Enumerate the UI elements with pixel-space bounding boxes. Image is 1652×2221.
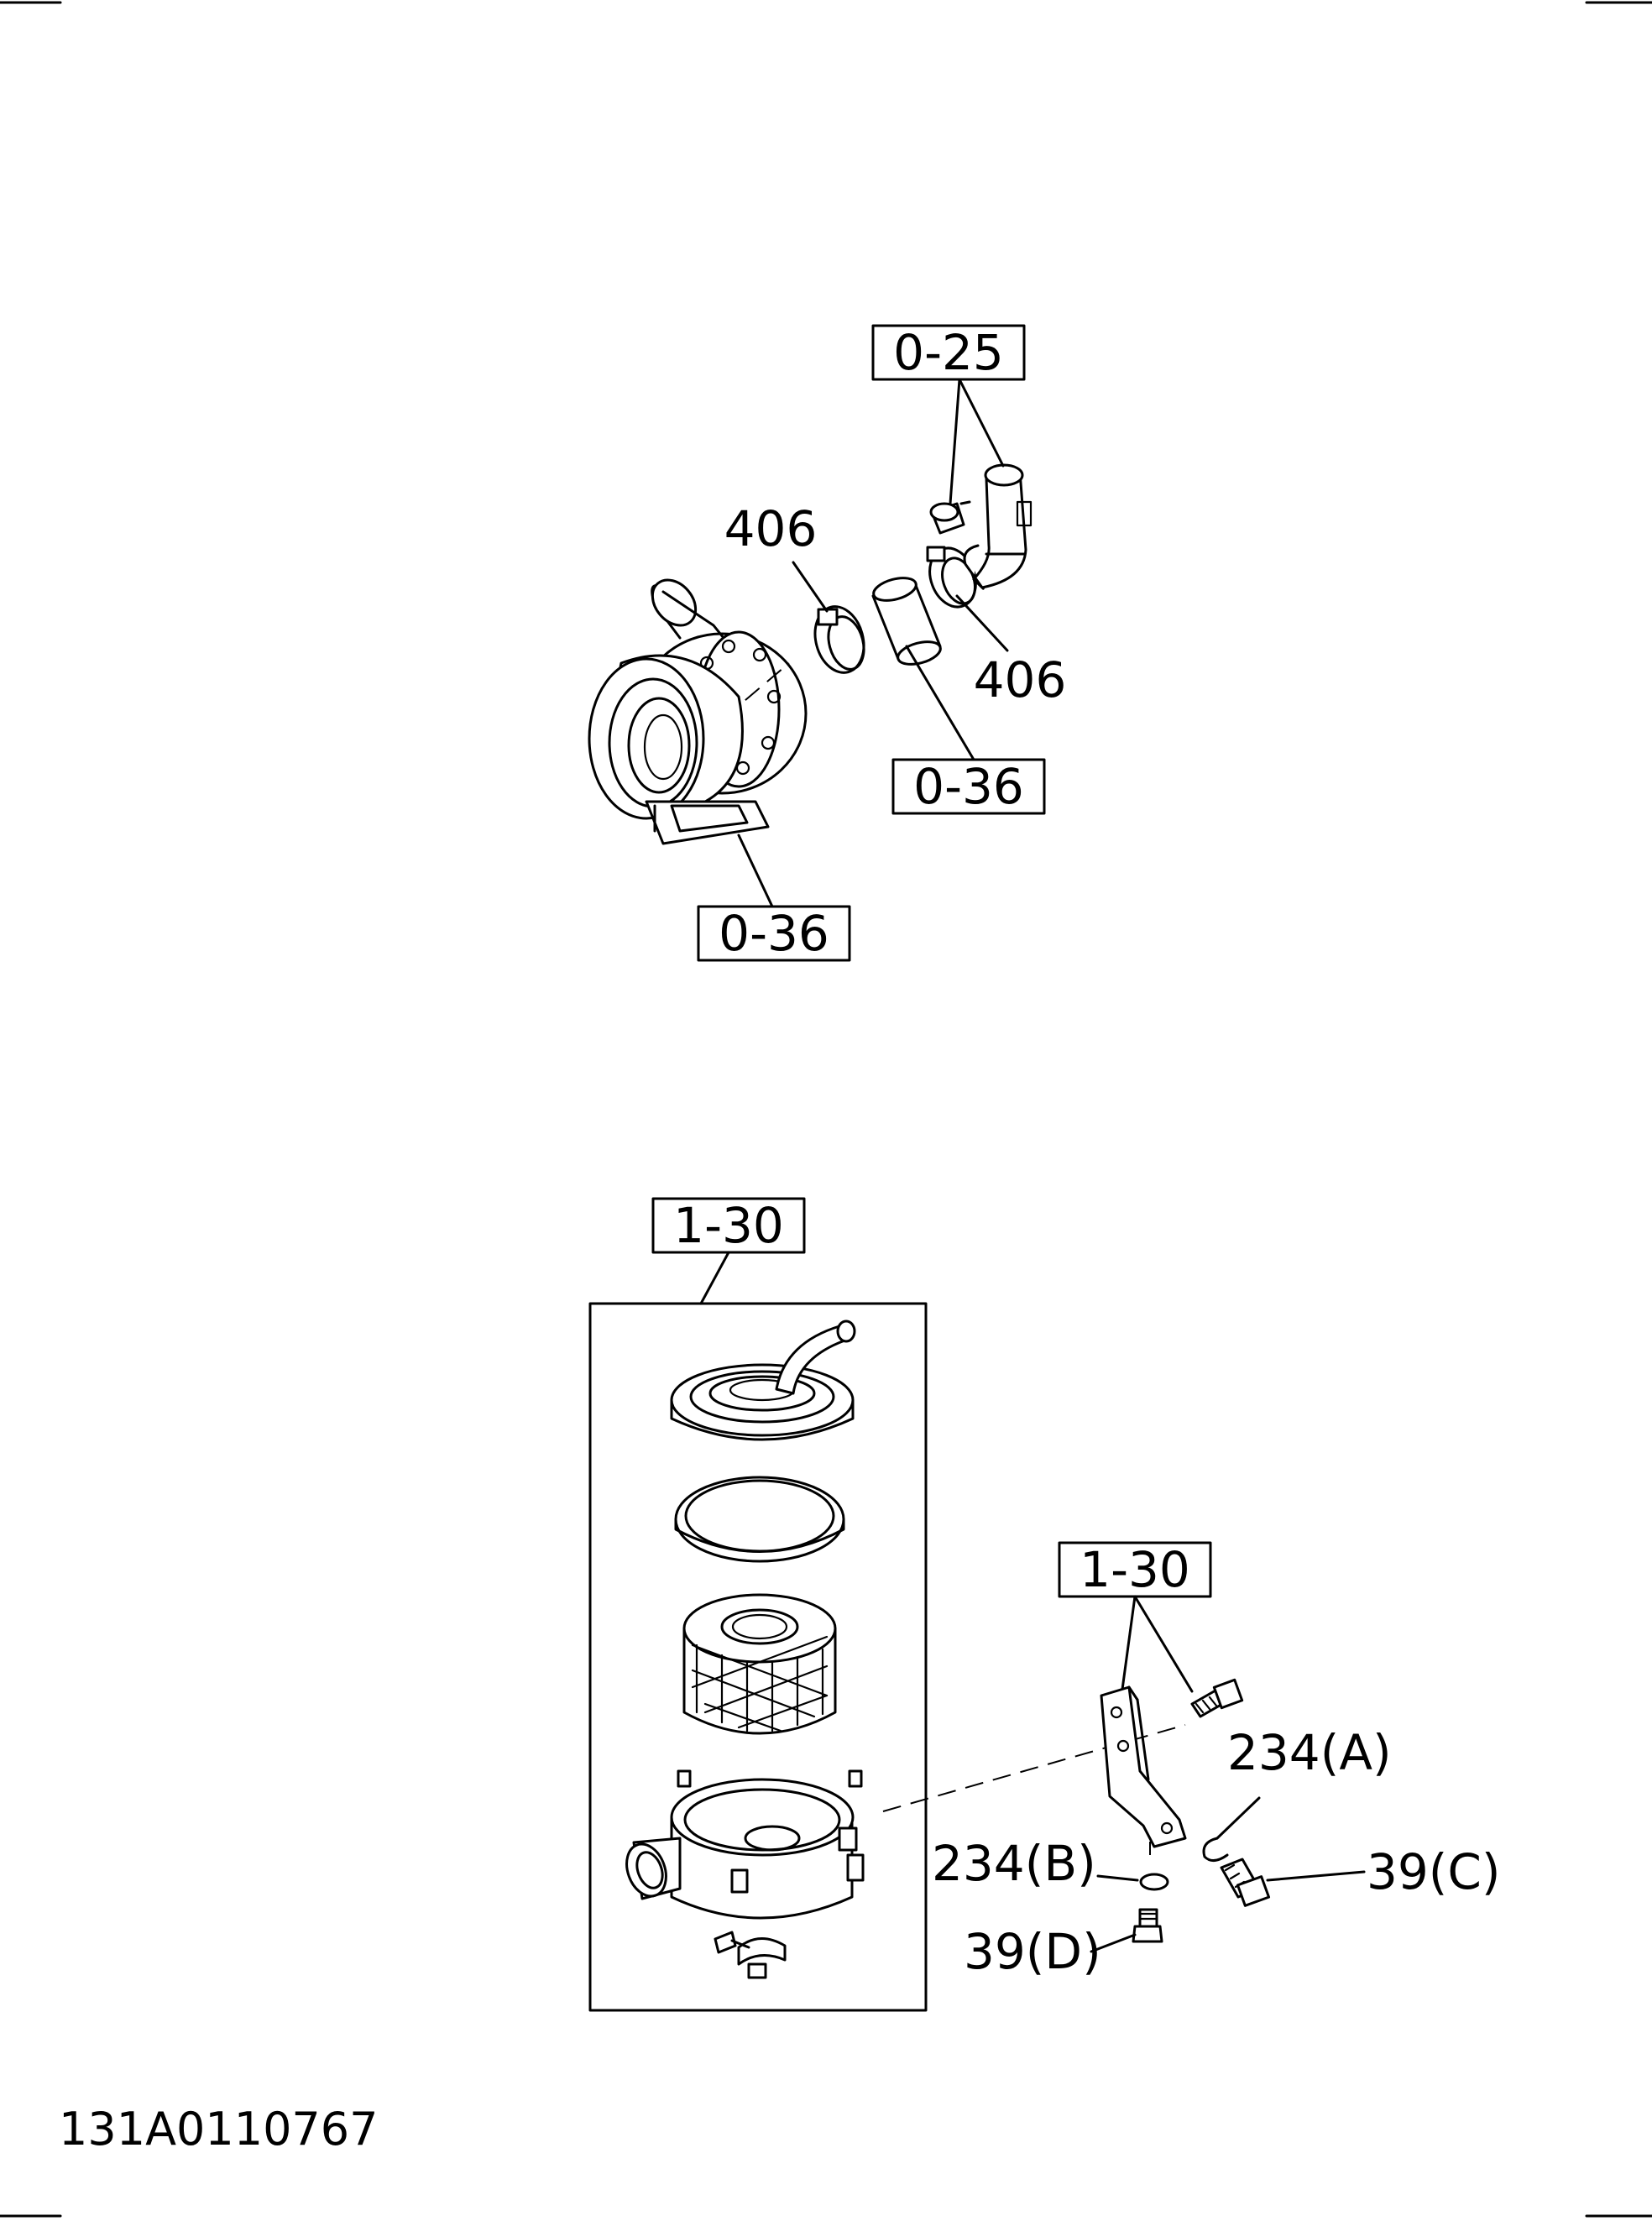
ref-box-0-36-pipe: 0-36 <box>891 758 1046 815</box>
rubber-hose <box>871 577 975 761</box>
part-number-406-left: 406 <box>724 500 818 557</box>
bolt-d <box>1090 1908 1163 1953</box>
ref-box-0-25: 0-25 <box>871 324 1026 381</box>
ref-box-1-30-cleaner: 1-30 <box>651 1197 806 1254</box>
hose-clamp-left <box>792 561 865 674</box>
washer-a <box>1202 1796 1261 1862</box>
drawing-code: 131A0110767 <box>59 2103 379 2156</box>
mounting-bracket <box>1100 1685 1187 1848</box>
air-cleaner-frame <box>588 1302 928 2012</box>
svg-text:0-25: 0-25 <box>893 324 1004 381</box>
ref-box-1-30-bracket: 1-30 <box>1058 1541 1212 1598</box>
gasket-ring <box>674 1476 845 1563</box>
part-number-234b: 234(B) <box>932 1835 1096 1892</box>
air-cleaner-cover <box>670 1320 856 1441</box>
band-clamp <box>714 1931 787 1979</box>
svg-text:0-36: 0-36 <box>913 758 1024 815</box>
flange-bolt <box>929 500 971 535</box>
part-number-406-right: 406 <box>974 651 1067 708</box>
part-number-234a: 234(A) <box>1227 1724 1392 1781</box>
bolt-c <box>1220 1858 1366 1907</box>
air-cleaner-body <box>625 1769 865 1920</box>
part-number-39c: 39(C) <box>1367 1843 1501 1900</box>
bracket-bolt <box>1190 1678 1244 1718</box>
washer-b <box>1096 1873 1169 1891</box>
turbocharger-drawing <box>588 578 808 908</box>
elbow-pipe <box>963 463 1032 590</box>
svg-text:1-30: 1-30 <box>1080 1541 1190 1598</box>
svg-text:1-30: 1-30 <box>673 1197 784 1254</box>
filter-element <box>682 1593 837 1735</box>
part-number-39d: 39(D) <box>964 1923 1101 1980</box>
ref-box-0-36-turbo: 0-36 <box>697 905 851 962</box>
svg-text:0-36: 0-36 <box>719 905 829 962</box>
